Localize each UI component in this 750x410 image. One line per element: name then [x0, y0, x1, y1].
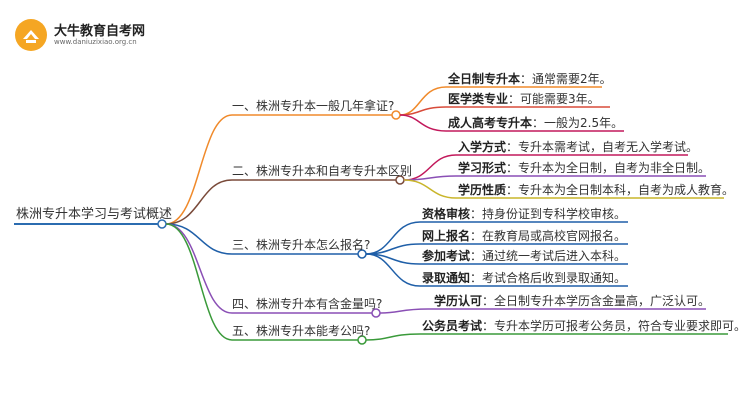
- branch-2-label: 二、株洲专升本和自考专升本区别: [232, 164, 413, 178]
- leaf-b3-4: 录取通知：考试合格后收到录取通知。: [422, 271, 626, 285]
- branch-4-label: 四、株洲专升本有含金量吗?: [232, 297, 383, 311]
- link-b1-l2: [399, 106, 447, 116]
- leaf-b4-1: 学历认可：全日制专升本学历含金量高，广泛认可。: [434, 294, 710, 308]
- leaf-key: 学习形式: [458, 161, 507, 175]
- link-b2-l3: [403, 179, 457, 199]
- leaf-key: 资格审核: [422, 207, 471, 221]
- leaf-key: 网上报名: [422, 229, 471, 243]
- logo-title: 大牛教育自考网: [54, 24, 146, 39]
- root-topic: 株洲专升本学习与考试概述: [16, 207, 173, 222]
- site-logo: 大牛教育自考网 www.daniuzixiao.org.cn: [14, 18, 154, 52]
- leaf-key: 全日制专升本: [448, 72, 521, 86]
- link-b5-l1: [365, 333, 421, 341]
- leaf-key: 学历性质: [458, 183, 507, 197]
- link-root-b3: [165, 223, 233, 255]
- leaf-key: 成人高考专升本: [448, 116, 533, 130]
- leaf-text: ：可能需要3年。: [508, 92, 600, 106]
- link-b1-l3: [399, 114, 447, 132]
- leaf-text: ：全日制专升本学历含金量高，广泛认可。: [482, 294, 711, 308]
- leaf-key: 入学方式: [458, 140, 507, 154]
- branch-1-label: 一、株洲专升本一般几年拿证?: [232, 99, 395, 113]
- leaf-text: ：在教育局或高校官网报名。: [470, 229, 627, 243]
- leaf-b3-3: 参加考试：通过统一考试后进入本科。: [422, 249, 626, 263]
- leaf-key: 录取通知: [422, 271, 471, 285]
- link-root-b1: [165, 114, 233, 225]
- leaf-text: ：专升本为全日制，自考为非全日制。: [506, 161, 711, 175]
- leaf-b2-1: 入学方式：专升本需考试，自考无入学考试。: [458, 140, 698, 154]
- leaf-key: 参加考试: [422, 249, 471, 263]
- link-b3-l4: [365, 253, 421, 287]
- leaf-text: ：专升本需考试，自考无入学考试。: [506, 140, 699, 154]
- branch-3-label: 三、株洲专升本怎么报名?: [232, 238, 371, 252]
- leaf-b1-3: 成人高考专升本：一般为2.5年。: [448, 116, 623, 130]
- leaf-text: ：专升本为全日制本科，自考为成人教育。: [506, 183, 735, 197]
- link-root-b5: [165, 223, 233, 341]
- leaf-b2-2: 学习形式：专升本为全日制，自考为非全日制。: [458, 161, 710, 175]
- leaf-text: ：持身份证到专科学校审核。: [470, 207, 627, 221]
- leaf-text: ：通过统一考试后进入本科。: [470, 249, 627, 263]
- leaf-b3-1: 资格审核：持身份证到专科学校审核。: [422, 207, 626, 221]
- leaf-key: 医学类专业: [448, 92, 509, 106]
- leaf-text: ：通常需要2年。: [520, 72, 612, 86]
- logo-url: www.daniuzixiao.org.cn: [54, 38, 137, 46]
- leaf-b3-2: 网上报名：在教育局或高校官网报名。: [422, 229, 626, 243]
- link-b4-l1: [379, 308, 429, 314]
- logo-icon: [15, 19, 47, 51]
- branch-5-label: 五、株洲专升本能考公吗?: [232, 324, 371, 338]
- leaf-b1-1: 全日制专升本：通常需要2年。: [448, 72, 612, 86]
- leaf-text: ：专升本学历可报考公务员，符合专业要求即可。: [482, 319, 747, 333]
- leaf-key: 公务员考试: [422, 319, 483, 333]
- leaf-text: ：考试合格后收到录取通知。: [470, 271, 627, 285]
- link-root-b2: [165, 179, 233, 225]
- leaf-b5-1: 公务员考试：专升本学历可报考公务员，符合专业要求即可。: [422, 319, 746, 333]
- leaf-b1-2: 医学类专业：可能需要3年。: [448, 92, 600, 106]
- leaf-key: 学历认可: [434, 294, 483, 308]
- leaf-text: ：一般为2.5年。: [532, 116, 624, 130]
- leaf-b2-3: 学历性质：专升本为全日制本科，自考为成人教育。: [458, 183, 734, 197]
